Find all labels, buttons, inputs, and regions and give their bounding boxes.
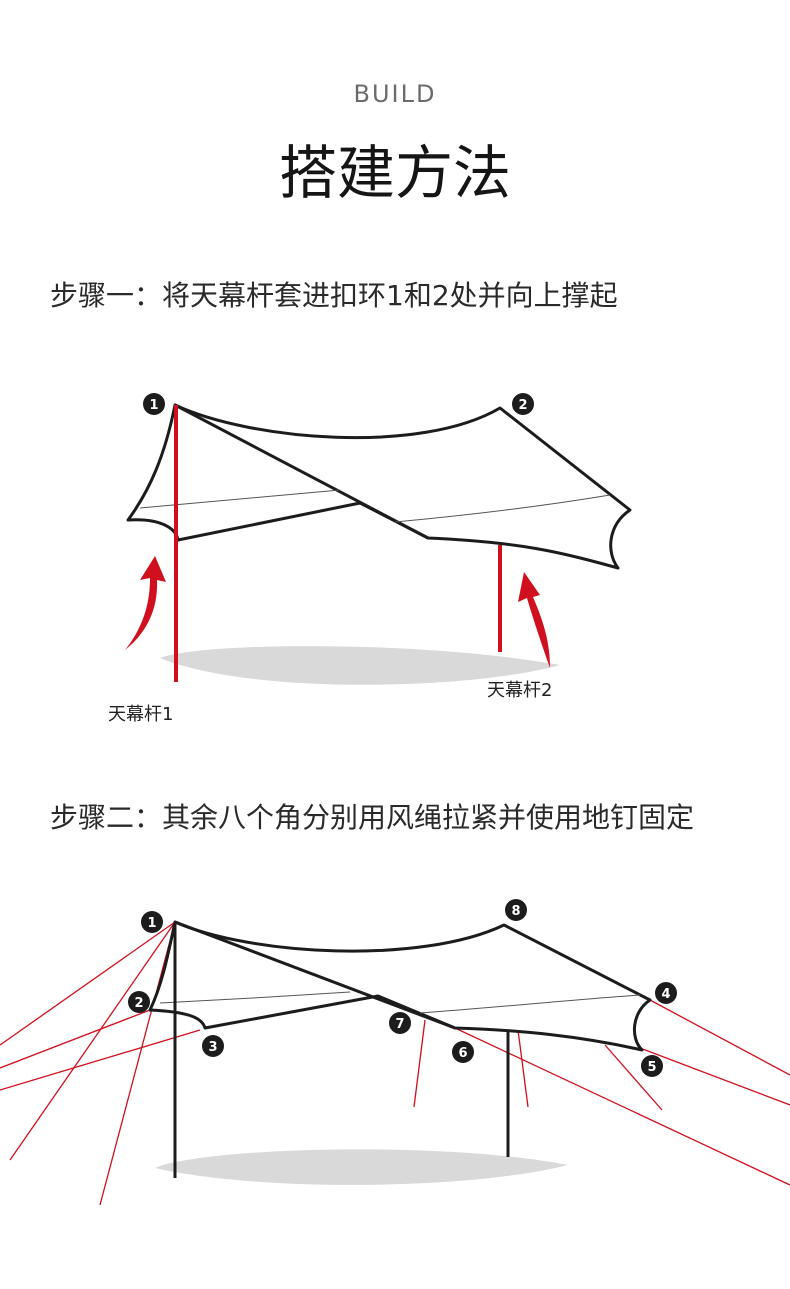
svg-text:7: 7	[395, 1017, 404, 1032]
tarp-seam	[419, 994, 641, 1014]
svg-text:6: 6	[458, 1046, 467, 1061]
ground-shadow	[160, 646, 560, 685]
svg-text:8: 8	[511, 904, 520, 919]
svg-text:1: 1	[147, 916, 156, 931]
marker-4-icon: 4	[655, 982, 677, 1004]
pole-label-2: 天幕杆2	[487, 680, 552, 701]
svg-text:2: 2	[134, 996, 143, 1011]
svg-text:2: 2	[518, 398, 527, 413]
svg-text:4: 4	[661, 987, 670, 1002]
marker-2-icon: 2	[128, 991, 150, 1013]
tarp-ridge	[174, 403, 429, 540]
section-eyebrow: BUILD	[353, 80, 437, 108]
svg-text:5: 5	[647, 1060, 656, 1075]
marker-1-icon: 1	[141, 911, 163, 933]
marker-5-icon: 5	[641, 1055, 663, 1077]
lift-arrow-icon	[125, 556, 166, 650]
marker-6-icon: 6	[452, 1041, 474, 1063]
tarp-seam	[394, 494, 611, 523]
tarp-seam	[159, 991, 351, 1004]
svg-text:3: 3	[208, 1040, 217, 1055]
marker-2-icon: 2	[512, 393, 534, 415]
tarp-ridge	[174, 920, 456, 1030]
pole-label-1: 天幕杆1	[108, 704, 173, 725]
step-two-diagram: 1 2 3 4 5 6 7 8	[0, 899, 790, 1206]
page-title: 搭建方法	[278, 139, 511, 207]
tarp-seam	[139, 489, 341, 509]
marker-8-icon: 8	[505, 899, 527, 921]
svg-text:1: 1	[149, 398, 158, 413]
step-one-diagram: 1 2 天幕杆1 天幕杆2	[108, 393, 632, 725]
guy-ropes	[0, 921, 790, 1206]
marker-3-icon: 3	[202, 1035, 224, 1057]
ground-shadow	[155, 1149, 568, 1185]
tarp-shape	[126, 403, 632, 570]
step-one-text: 步骤一：将天幕杆套进扣环1和2处并向上撑起	[50, 279, 618, 312]
marker-7-icon: 7	[389, 1012, 411, 1034]
marker-1-icon: 1	[143, 393, 165, 415]
step-two-text: 步骤二：其余八个角分别用风绳拉紧并使用地钉固定	[50, 801, 695, 834]
lift-arrow-icon	[518, 572, 550, 668]
tarp-shape	[148, 920, 652, 1052]
